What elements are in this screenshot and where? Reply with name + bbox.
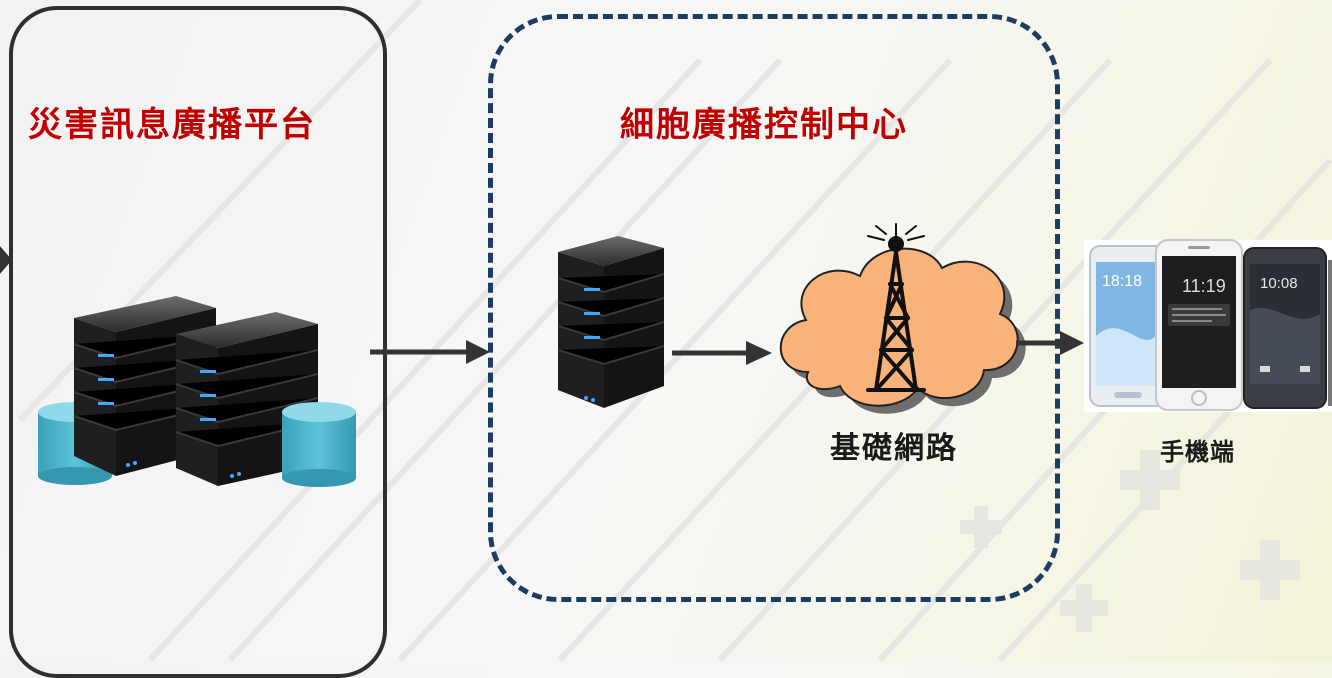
platform-servers [38, 296, 356, 487]
phone-time-1: 18:18 [1102, 273, 1142, 290]
network-label: 基礎網路 [830, 431, 958, 466]
phone-icon: 10:08 [1243, 247, 1332, 409]
phone-icon: 11:19 [1155, 239, 1243, 411]
arrow-icon [370, 340, 490, 364]
arrow-icon [672, 341, 772, 365]
tower-icon [866, 223, 926, 392]
platform-title: 災害訊息廣播平台 [28, 105, 316, 145]
cbc-title: 細胞廣播控制中心 [620, 105, 908, 145]
handset-label: 手機端 [1160, 438, 1235, 466]
network-cloud [779, 223, 1026, 414]
incoming-arrow-icon [0, 246, 12, 274]
server-icon [557, 236, 665, 408]
arrow-icon [1016, 331, 1084, 355]
phone-time-3: 10:08 [1260, 275, 1298, 292]
phone-time-2: 11:19 [1182, 276, 1226, 296]
database-icon [282, 402, 356, 487]
cbc-box [488, 14, 1060, 602]
phone-icon: 18:18 [1089, 245, 1167, 407]
handsets-image: 18:18 10:08 11:19 [1084, 239, 1332, 412]
